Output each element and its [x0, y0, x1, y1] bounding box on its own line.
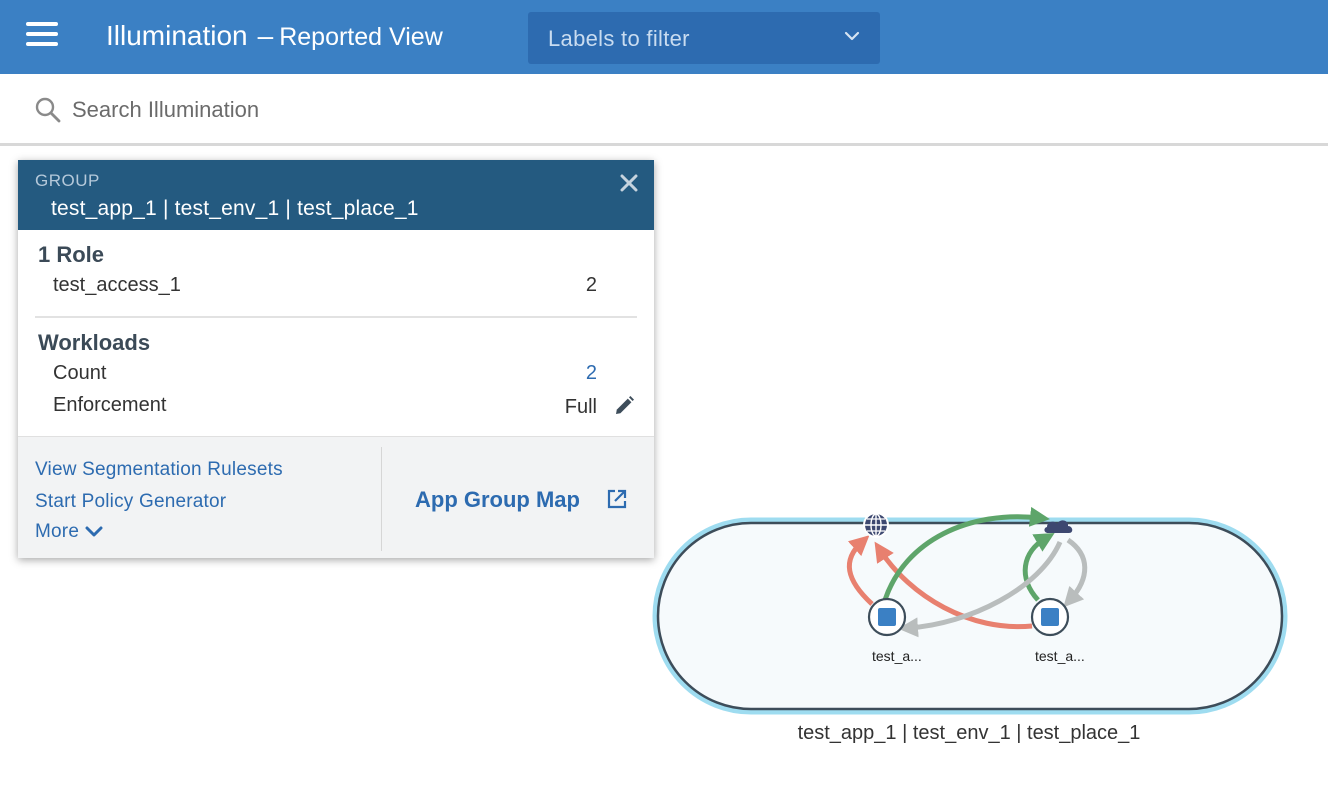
close-icon[interactable] [618, 172, 640, 194]
search-input[interactable] [72, 90, 772, 130]
illumination-map [652, 506, 1288, 715]
chevron-down-icon [85, 526, 103, 537]
app-group-map-link[interactable]: App Group Map [415, 487, 580, 512]
traffic-line-denied[interactable] [846, 535, 874, 606]
roles-title: 1 Role [38, 242, 105, 267]
workload-node-label: test_a... [1035, 648, 1085, 664]
title-separator: – [257, 20, 274, 51]
group-details-card: GROUP test_app_1 | test_env_1 | test_pla… [18, 160, 654, 558]
group-halo [652, 517, 1288, 715]
more-label: More [35, 521, 80, 542]
labels-filter-dropdown[interactable]: Labels to filter [528, 12, 880, 64]
card-kind-label: GROUP [35, 171, 100, 190]
traffic-line-potential[interactable] [1063, 537, 1088, 608]
view-name: Reported View [279, 23, 443, 51]
internet-globe-icon[interactable] [863, 512, 889, 538]
role-count: 2 [585, 274, 597, 296]
workloads-title: Workloads [38, 330, 151, 355]
search-icon [35, 97, 61, 123]
workload-node[interactable] [867, 597, 907, 637]
view-segmentation-rulesets-link[interactable]: View Segmentation Rulesets [35, 459, 283, 480]
labels-filter-placeholder: Labels to filter [548, 26, 690, 51]
start-policy-generator-link[interactable]: Start Policy Generator [35, 491, 227, 512]
enforcement-value: Full [564, 396, 597, 418]
workload-node-label: test_a... [872, 648, 922, 664]
app-name: Illumination [106, 20, 248, 51]
traffic-line-potential[interactable] [898, 540, 1063, 638]
workload-count-link[interactable]: 2 [585, 362, 597, 384]
traffic-line-allowed[interactable] [1022, 532, 1055, 602]
role-label: test_access_1 [53, 274, 181, 296]
search-bar [0, 74, 1328, 146]
group-name: test_app_1 | test_env_1 | test_place_1 [51, 197, 419, 220]
hamburger-menu-icon[interactable] [26, 22, 58, 50]
card-footer: View Segmentation Rulesets Start Policy … [18, 436, 654, 558]
traffic-line-denied[interactable] [874, 541, 1033, 630]
enforcement-label: Enforcement [53, 394, 167, 416]
map-group-label: test_app_1 | test_env_1 | test_place_1 [797, 722, 1141, 744]
workload-count-label: Count [53, 362, 107, 384]
page-title: Illumination–Reported View [106, 20, 443, 53]
external-link-icon[interactable] [606, 488, 628, 510]
workload-node[interactable] [1030, 597, 1070, 637]
cloud-icon[interactable] [1044, 520, 1073, 533]
more-link[interactable]: More [35, 521, 103, 543]
section-divider [35, 316, 637, 318]
card-header: GROUP test_app_1 | test_env_1 | test_pla… [18, 160, 654, 230]
top-bar: Illumination–Reported View Labels to fil… [0, 0, 1328, 74]
traffic-line-allowed[interactable] [882, 506, 1050, 601]
chevron-down-icon [844, 31, 860, 41]
pencil-edit-icon[interactable] [612, 394, 636, 418]
footer-divider [381, 447, 382, 551]
